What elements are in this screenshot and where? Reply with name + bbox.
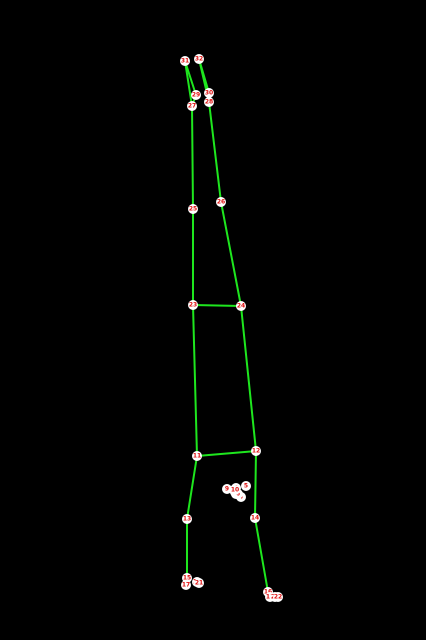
keypoint-label: 28 (205, 99, 213, 106)
keypoint-label: 11 (193, 453, 201, 460)
keypoint-29: 29 (191, 90, 201, 100)
keypoint-label: 12 (252, 448, 260, 455)
bone-11-13 (186, 455, 198, 520)
bone-24-26 (220, 201, 242, 307)
keypoint-10: 10 (230, 485, 240, 495)
keypoint-marker (181, 580, 191, 590)
keypoint-label: 25 (189, 206, 197, 213)
keypoint-marker (222, 484, 232, 494)
keypoint-label: 32 (195, 56, 203, 63)
keypoint-label: 24 (237, 303, 245, 310)
keypoint-23: 23 (188, 300, 198, 310)
keypoint-label: 30 (205, 90, 213, 97)
keypoint-marker (251, 446, 261, 456)
bone-25-27 (191, 105, 194, 210)
keypoint-label: 15 (183, 575, 191, 582)
keypoint-24: 24 (236, 301, 246, 311)
bone-27-31 (184, 60, 193, 107)
bone-14-16 (254, 517, 269, 593)
keypoint-label: 21 (195, 580, 203, 587)
keypoint-5: 5 (241, 481, 251, 491)
keypoint-marker (216, 197, 226, 207)
bone-26-28 (208, 101, 222, 203)
bone-11-12 (196, 450, 257, 457)
keypoint-27: 27 (187, 101, 197, 111)
keypoint-label: 10 (231, 487, 239, 494)
keypoint-marker (191, 90, 201, 100)
keypoint-26: 26 (216, 197, 226, 207)
keypoint-28: 28 (204, 97, 214, 107)
bone-12-24 (240, 305, 257, 452)
keypoint-marker (204, 97, 214, 107)
keypoint-marker (273, 592, 283, 602)
keypoint-label: 23 (189, 302, 197, 309)
keypoint-marker (236, 301, 246, 311)
keypoint-label: 5 (244, 483, 248, 490)
keypoint-label: 29 (192, 92, 200, 99)
keypoint-21: 21 (194, 578, 204, 588)
keypoint-marker (182, 514, 192, 524)
keypoint-label: 14 (251, 515, 259, 522)
keypoint-13: 13 (182, 514, 192, 524)
keypoint-marker (194, 578, 204, 588)
keypoint-label: 31 (181, 58, 189, 65)
keypoint-label: 9 (225, 486, 229, 493)
keypoint-30: 30 (204, 88, 214, 98)
keypoint-label: 16 (264, 589, 272, 596)
keypoint-marker (250, 513, 260, 523)
keypoint-label: 22 (274, 594, 282, 601)
keypoint-22: 22 (273, 592, 283, 602)
keypoint-marker (188, 300, 198, 310)
keypoint-marker (187, 101, 197, 111)
keypoint-marker (180, 56, 190, 66)
bone-23-24 (192, 304, 242, 307)
keypoint-label: 27 (188, 103, 196, 110)
keypoint-marker (194, 54, 204, 64)
keypoint-marker (192, 451, 202, 461)
keypoint-marker (241, 481, 251, 491)
keypoint-marker (188, 204, 198, 214)
keypoint-31: 31 (180, 56, 190, 66)
keypoint-marker (230, 485, 240, 495)
keypoint-17: 17 (181, 580, 191, 590)
keypoint-label: 13 (183, 516, 191, 523)
keypoints: 0123456910111213141516171819202122232425… (180, 54, 283, 602)
bone-12-14 (254, 450, 257, 519)
keypoint-32: 32 (194, 54, 204, 64)
keypoint-9: 9 (222, 484, 232, 494)
keypoint-label: 17 (182, 582, 190, 589)
keypoint-12: 12 (251, 446, 261, 456)
keypoint-marker (204, 88, 214, 98)
skeleton-bones (184, 58, 269, 593)
keypoint-11: 11 (192, 451, 202, 461)
bone-11-23 (192, 304, 198, 457)
keypoint-14: 14 (250, 513, 260, 523)
keypoint-25: 25 (188, 204, 198, 214)
keypoint-label: 26 (217, 199, 225, 206)
